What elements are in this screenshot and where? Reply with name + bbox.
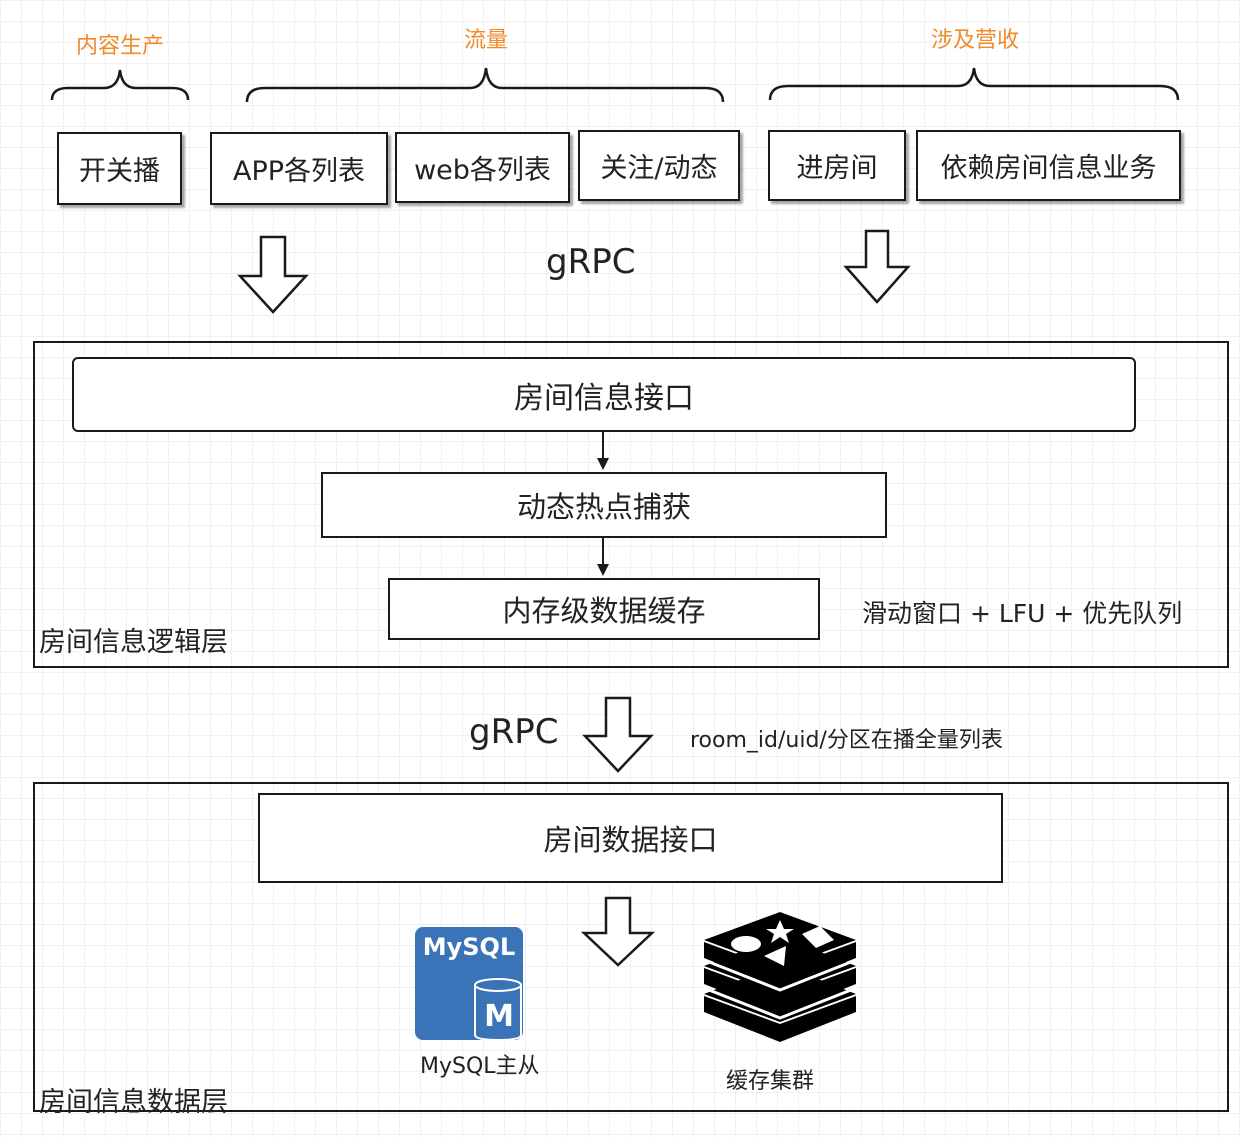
connector-arrow-1 — [597, 432, 609, 470]
memory-cache: 内存级数据缓存 — [388, 578, 820, 640]
mysql-label: MySQL主从 — [420, 1054, 540, 1079]
box-follow-feed: 关注/动态 — [578, 130, 740, 201]
connector-arrow-2 — [597, 538, 609, 576]
box-room-dependent-services: 依赖房间信息业务 — [916, 130, 1181, 201]
logic-layer-label: 房间信息逻辑层 — [39, 627, 228, 658]
box-app-lists: APP各列表 — [210, 132, 388, 205]
cache-strategy-text: 滑动窗口 + LFU + 优先队列 — [862, 599, 1183, 628]
data-layer-container — [33, 782, 1229, 1112]
room-info-interface: 房间信息接口 — [72, 357, 1136, 432]
full-list-note: room_id/uid/分区在播全量列表 — [690, 728, 1003, 753]
logic-layer-container — [33, 341, 1229, 668]
box-web-lists: web各列表 — [395, 132, 570, 203]
box-room-dependent-services-label: 依赖房间信息业务 — [940, 153, 1157, 184]
box-web-lists-label: web各列表 — [414, 155, 551, 186]
brace-content-production — [50, 69, 190, 101]
box-enter-room: 进房间 — [768, 130, 906, 201]
category-traffic: 流量 — [463, 28, 509, 53]
hotspot-capture-label: 动态热点捕获 — [516, 490, 691, 524]
mysql-icon: MySQL M — [415, 927, 523, 1042]
cache-cluster-icon — [703, 912, 857, 1042]
category-content-production: 内容生产 — [75, 34, 165, 59]
box-toggle-broadcast: 开关播 — [57, 132, 182, 205]
room-info-interface-label: 房间信息接口 — [514, 380, 694, 416]
grpc-label-middle: gRPC — [469, 712, 559, 752]
data-layer-label: 房间信息数据层 — [39, 1087, 228, 1118]
mysql-logo-letter: M — [484, 999, 514, 1034]
room-data-interface-label: 房间数据接口 — [543, 823, 718, 857]
grpc-label-top: gRPC — [546, 242, 636, 282]
box-app-lists-label: APP各列表 — [232, 156, 366, 187]
box-follow-feed-label: 关注/动态 — [600, 153, 718, 184]
database-cylinder-icon — [474, 978, 522, 1042]
down-arrow-data — [580, 896, 656, 967]
brace-revenue — [768, 67, 1180, 101]
box-enter-room-label: 进房间 — [796, 153, 878, 184]
down-arrow-left — [237, 235, 309, 314]
down-arrow-middle — [582, 696, 654, 773]
down-arrow-right — [843, 229, 911, 304]
category-revenue: 涉及营收 — [930, 28, 1020, 53]
mysql-logo-text: MySQL — [422, 933, 516, 961]
memory-cache-label: 内存级数据缓存 — [502, 594, 706, 628]
box-toggle-broadcast-label: 开关播 — [79, 156, 160, 187]
cache-cluster-label: 缓存集群 — [726, 1069, 815, 1094]
brace-traffic — [245, 67, 725, 103]
room-data-interface: 房间数据接口 — [258, 793, 1003, 883]
hotspot-capture: 动态热点捕获 — [321, 472, 887, 538]
